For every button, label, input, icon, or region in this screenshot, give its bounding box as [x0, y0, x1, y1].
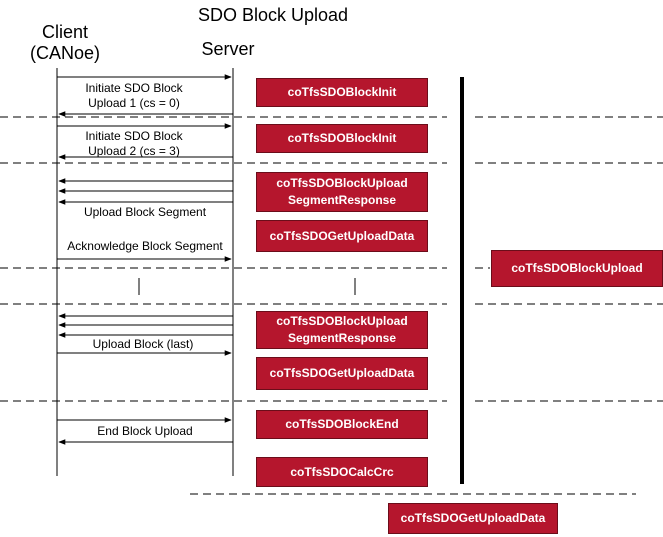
msg-initiate-1-line1: Initiate SDO Block — [85, 81, 183, 95]
fn-block-init-2: coTfsSDOBlockInit — [256, 124, 428, 153]
fn-segment-response-2: coTfsSDOBlockUpload SegmentResponse — [256, 311, 428, 349]
fn-get-upload-data-bottom: coTfsSDOGetUploadData — [388, 503, 558, 534]
fn-block-upload-label: coTfsSDOBlockUpload — [511, 261, 643, 275]
fn-get-upload-data-bottom-label: coTfsSDOGetUploadData — [400, 511, 546, 525]
msg-acknowledge-block-segment: Acknowledge Block Segment — [67, 239, 223, 253]
msg-upload-block-last: Upload Block (last) — [93, 337, 194, 351]
fn-get-upload-data-2-label: coTfsSDOGetUploadData — [269, 366, 415, 380]
fn-calc-crc: coTfsSDOCalcCrc — [256, 457, 428, 487]
server-label: Server — [201, 39, 254, 59]
fn-block-end: coTfsSDOBlockEnd — [256, 410, 428, 439]
client-label-line1: Client — [42, 22, 88, 42]
fn-segment-response-1: coTfsSDOBlockUpload SegmentResponse — [256, 172, 428, 212]
msg-initiate-2-line2: Upload 2 (cs = 3) — [88, 144, 180, 158]
fn-block-init-2-label: coTfsSDOBlockInit — [287, 131, 397, 145]
fn-calc-crc-label: coTfsSDOCalcCrc — [290, 464, 394, 479]
fn-get-upload-data-1: coTfsSDOGetUploadData — [256, 220, 428, 252]
fn-block-upload: coTfsSDOBlockUpload — [491, 250, 663, 287]
diagram-title: SDO Block Upload — [198, 5, 348, 25]
fn-block-end-label: coTfsSDOBlockEnd — [285, 417, 399, 431]
fn-block-init-1: coTfsSDOBlockInit — [256, 78, 428, 107]
phase-separators — [0, 116, 663, 495]
client-label-line2: (CANoe) — [30, 43, 100, 63]
fn-get-upload-data-2: coTfsSDOGetUploadData — [256, 357, 428, 390]
msg-end-block-upload: End Block Upload — [97, 424, 192, 438]
fn-segment-response-1-line1: coTfsSDOBlockUpload — [276, 176, 408, 190]
msg-initiate-2-line1: Initiate SDO Block — [85, 129, 183, 143]
msg-upload-block-segment: Upload Block Segment — [84, 205, 207, 219]
fn-segment-response-2-line1: coTfsSDOBlockUpload — [276, 314, 408, 328]
fn-segment-response-2-line2: SegmentResponse — [287, 331, 397, 345]
fn-get-upload-data-1-label: coTfsSDOGetUploadData — [269, 228, 415, 243]
msg-initiate-1-line2: Upload 1 (cs = 0) — [88, 96, 180, 110]
fn-segment-response-1-line2: SegmentResponse — [287, 193, 397, 207]
fn-block-init-1-label: coTfsSDOBlockInit — [287, 85, 397, 99]
